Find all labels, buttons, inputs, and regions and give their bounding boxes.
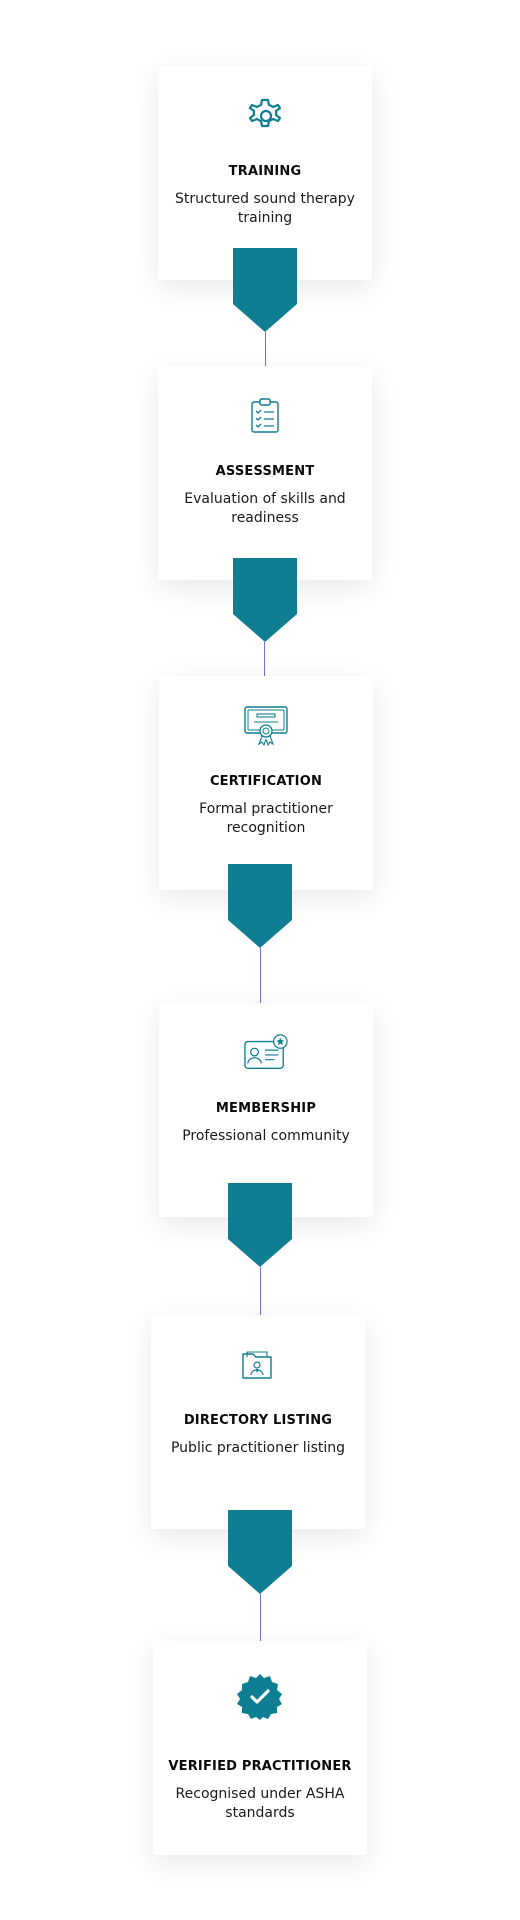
verified-badge-icon xyxy=(234,1671,286,1723)
arrow-down-icon xyxy=(228,864,292,948)
step-description: Formal practitioner recognition xyxy=(199,801,333,836)
connector-line xyxy=(260,948,261,1004)
step-card-directory-listing: DIRECTORY LISTING Public practitioner li… xyxy=(151,1315,365,1529)
step-title: CERTIFICATION xyxy=(209,774,323,789)
gear-icon xyxy=(243,94,287,138)
step-card-verified-practitioner: VERIFIED PRACTITIONER Recognised under A… xyxy=(153,1641,367,1855)
arrow-down-icon xyxy=(228,1510,292,1594)
step-title: MEMBERSHIP xyxy=(215,1101,317,1116)
step-card-certification: CERTIFICATION Formal practitioner recogn… xyxy=(159,676,373,890)
arrow-down-icon xyxy=(228,1183,292,1267)
step-description: Structured sound therapy training xyxy=(175,191,355,226)
clipboard-checklist-icon xyxy=(243,394,287,438)
arrow-down-icon xyxy=(233,558,297,642)
step-description: Evaluation of skills and readiness xyxy=(184,491,346,526)
certificate-icon xyxy=(244,704,288,748)
arrow-down-icon xyxy=(233,248,297,332)
connector-line xyxy=(260,1594,261,1642)
connector-line xyxy=(265,332,266,368)
connector-line xyxy=(260,1267,261,1315)
step-title: VERIFIED PRACTITIONER xyxy=(168,1759,352,1774)
connector-line xyxy=(264,642,265,676)
directory-folder-icon xyxy=(236,1343,280,1387)
step-title: DIRECTORY LISTING xyxy=(183,1413,333,1428)
step-card-assessment: ASSESSMENT Evaluation of skills and read… xyxy=(158,366,372,580)
step-description: Professional community xyxy=(182,1128,350,1144)
step-card-training: TRAINING Structured sound therapy traini… xyxy=(158,66,372,280)
step-description: Public practitioner listing xyxy=(170,1440,346,1456)
step-description: Recognised under ASHA standards xyxy=(175,1786,345,1821)
step-title: ASSESSMENT xyxy=(215,464,315,479)
step-card-membership: MEMBERSHIP Professional community xyxy=(159,1003,373,1217)
step-title: TRAINING xyxy=(228,164,302,179)
member-id-card-icon xyxy=(244,1031,288,1075)
